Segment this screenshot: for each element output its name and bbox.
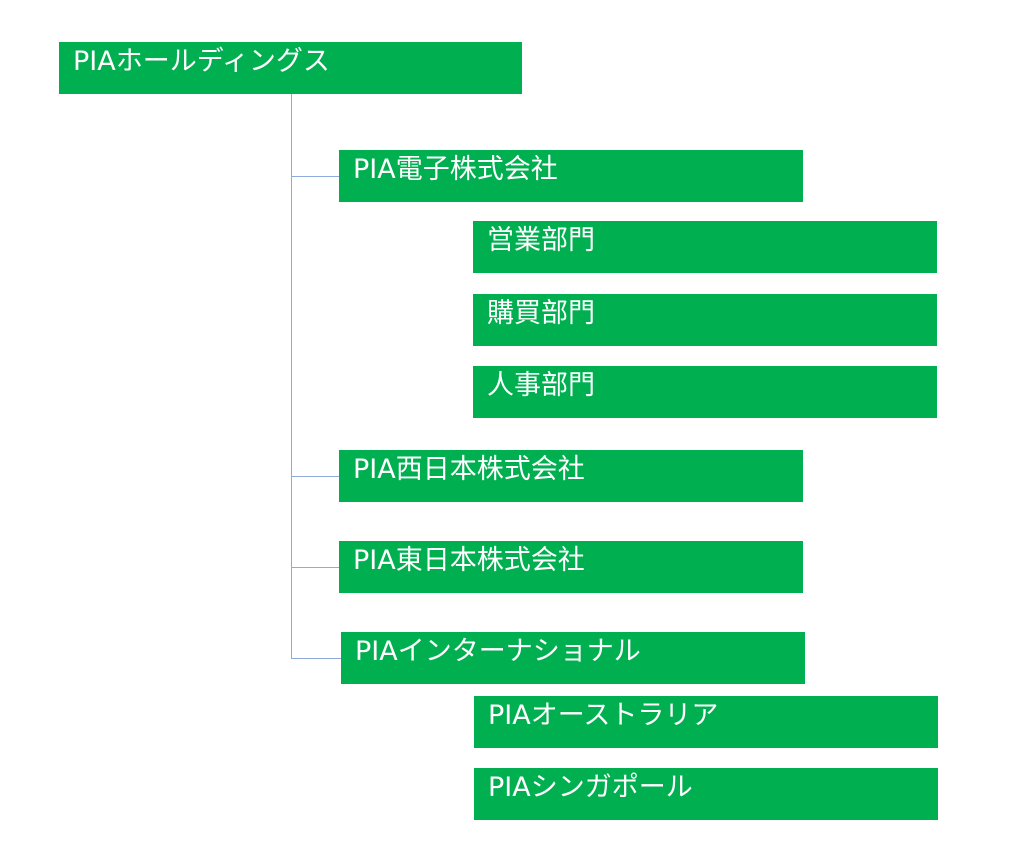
node-company[interactable]: PIAインターナショナル xyxy=(341,632,805,684)
node-department[interactable]: 購買部門 xyxy=(473,294,937,346)
connector-branch xyxy=(291,658,341,659)
node-company[interactable]: PIA電子株式会社 xyxy=(339,150,803,202)
connector-branch xyxy=(291,476,339,477)
node-subsidiary[interactable]: PIAオーストラリア xyxy=(474,696,938,748)
connector-branch xyxy=(291,567,339,568)
node-company[interactable]: PIA東日本株式会社 xyxy=(339,541,803,593)
node-root[interactable]: PIAホールディングス xyxy=(59,42,522,94)
node-subsidiary[interactable]: PIAシンガポール xyxy=(474,768,938,820)
connector-trunk xyxy=(291,93,292,659)
node-department[interactable]: 人事部門 xyxy=(473,366,937,418)
node-department[interactable]: 営業部門 xyxy=(473,221,937,273)
node-company[interactable]: PIA西日本株式会社 xyxy=(339,450,803,502)
connector-branch xyxy=(291,176,339,177)
